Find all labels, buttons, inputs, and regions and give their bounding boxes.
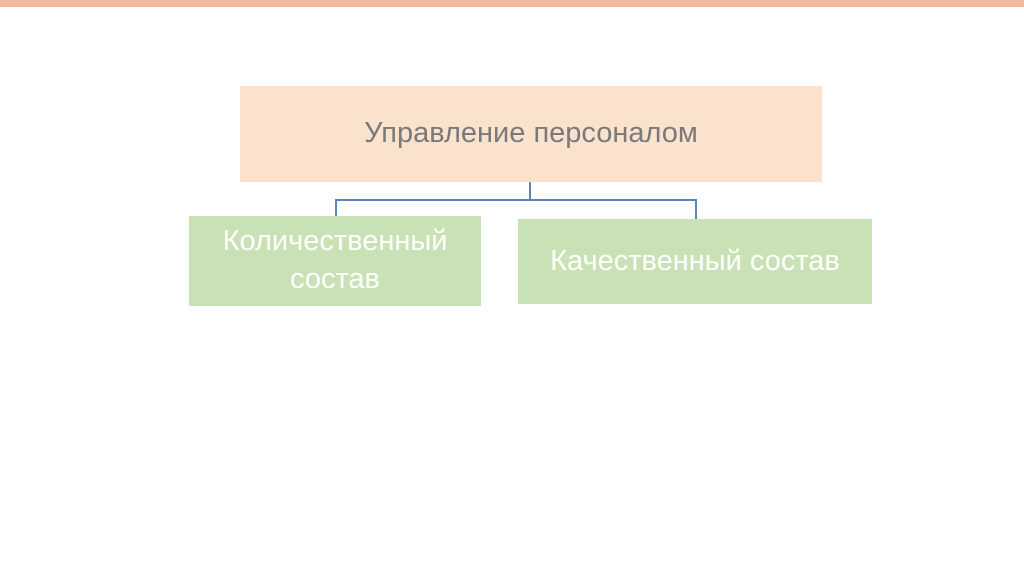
slide-top-accent-bar bbox=[0, 0, 1024, 7]
quantitative-node-label: Количественный состав bbox=[222, 225, 448, 295]
connector-drop-left bbox=[335, 199, 337, 216]
org-chart-root-node: Управление персоналом bbox=[240, 86, 822, 182]
org-chart-node-quantitative: Количественный состав bbox=[189, 216, 481, 306]
qualitative-node-label: Качественный состав bbox=[550, 244, 840, 277]
connector-root-stub bbox=[529, 182, 531, 199]
connector-drop-right bbox=[695, 199, 697, 219]
connector-horizontal-rail bbox=[335, 199, 697, 201]
org-chart-node-qualitative: Качественный состав bbox=[518, 219, 872, 304]
root-node-label: Управление персоналом bbox=[364, 117, 698, 150]
